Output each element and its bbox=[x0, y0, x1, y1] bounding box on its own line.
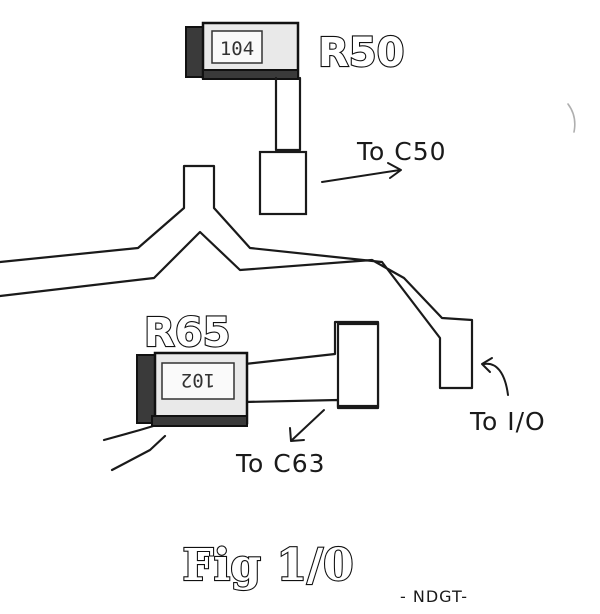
arrow-to-io-head bbox=[481, 357, 493, 373]
arrow-to-c63-head bbox=[289, 427, 305, 442]
r50-pad bbox=[258, 150, 308, 216]
io-trace bbox=[0, 164, 474, 390]
r50-marking-box bbox=[211, 30, 263, 64]
r50-trace bbox=[274, 76, 302, 152]
r50-label: R50 bbox=[318, 30, 404, 76]
r65-label: R65 bbox=[144, 310, 230, 356]
r65-resistor: 102 bbox=[136, 351, 249, 427]
r50-marking: 104 bbox=[220, 38, 254, 60]
r50-body-shadow bbox=[202, 69, 299, 80]
arrow-to-c50-head bbox=[387, 162, 402, 179]
r65-lead-trace-bottom bbox=[110, 434, 167, 472]
r50-resistor: 104 bbox=[185, 21, 300, 80]
figure-caption: Fig 1/0 bbox=[182, 540, 353, 591]
to-c63-label: To C63 bbox=[235, 449, 326, 478]
arrow-to-io bbox=[483, 362, 509, 396]
r65-marking: 102 bbox=[181, 369, 215, 391]
r65-marking-box bbox=[161, 362, 235, 400]
r65-body-shadow bbox=[151, 415, 248, 427]
signature: - NDGT- bbox=[400, 587, 468, 606]
edge-mark bbox=[567, 103, 576, 133]
to-io-label: To I/O bbox=[469, 407, 546, 436]
arrow-to-c50 bbox=[321, 169, 401, 183]
to-c50-label: To C50 bbox=[356, 137, 447, 166]
r65-pad bbox=[336, 322, 380, 408]
arrow-to-c63 bbox=[291, 409, 325, 441]
